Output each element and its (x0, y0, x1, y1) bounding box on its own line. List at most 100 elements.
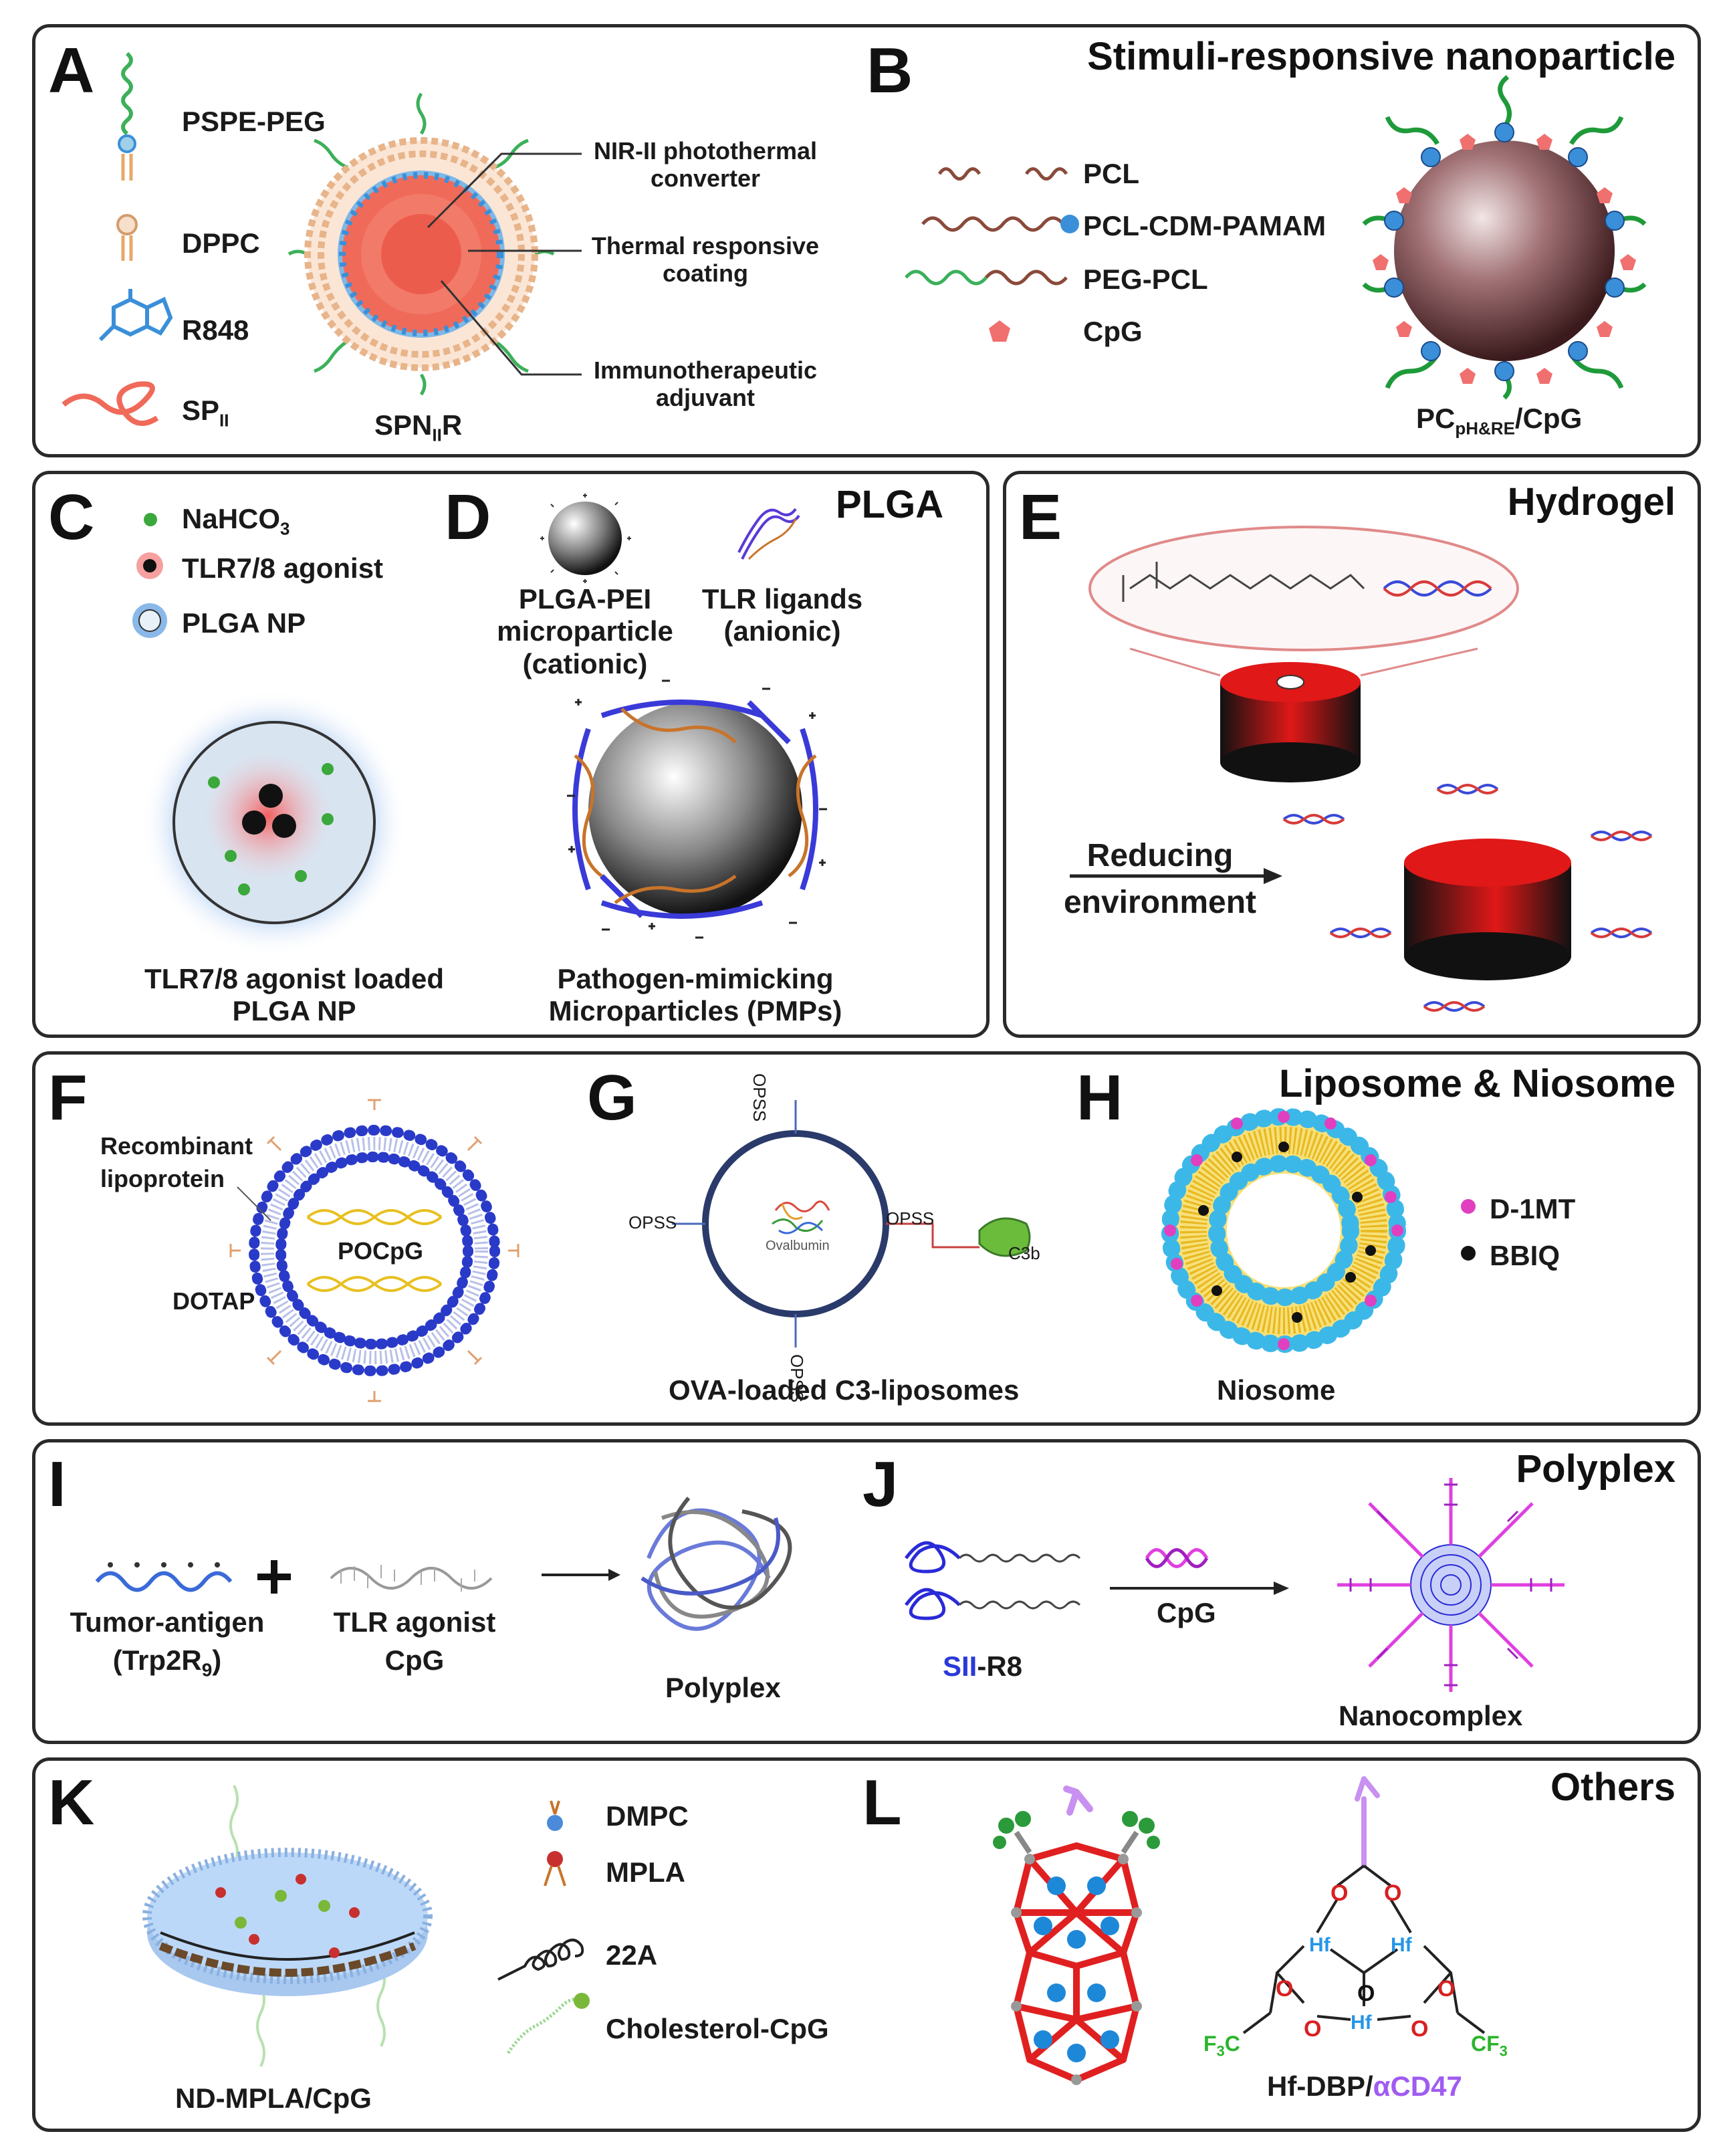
niosome-caption: Niosome (1217, 1374, 1336, 1406)
c3-liposome-caption: OVA-loaded C3-liposomes (669, 1374, 1020, 1406)
panel-l-letter: L (862, 1767, 902, 1838)
plga-pei-label: PLGA-PEI microparticle (cationic) (497, 583, 673, 679)
pmp-illustration (567, 679, 827, 939)
mpla-label: MPLA (606, 1856, 685, 1888)
spn-caption: SPNIIR (374, 409, 463, 445)
cholesterol-cpg-icon (506, 1993, 590, 2054)
polyplex-arrow (542, 1569, 620, 1581)
plga-np-illustration (140, 689, 408, 956)
plga-pei-microparticle-icon (540, 494, 631, 583)
tumor-antigen-label: Tumor-antigen(Trp2R9) (70, 1606, 265, 1681)
dmpc-label: DMPC (606, 1800, 689, 1832)
panel-d-letter: D (445, 481, 491, 553)
pcl-cdm-pamam-label: PCL-CDM-PAMAM (1083, 210, 1326, 241)
tlr-ligands-label: TLR ligands (anionic) (701, 583, 863, 647)
pcl-cdm-pamam-icon (921, 215, 1079, 233)
nd-mpla-caption: ND-MPLA/CpG (175, 2082, 372, 2114)
plga-caption: TLR7/8 agonist loaded PLGA NP (144, 963, 445, 1027)
bbiq-label: BBIQ (1490, 1240, 1560, 1271)
panel-f-letter: F (48, 1062, 88, 1134)
panel-k-letter: K (48, 1767, 95, 1838)
cpg-magenta-icon (1145, 1548, 1209, 1568)
dmpc-icon (547, 1800, 563, 1831)
panel-d-title: PLGA (836, 483, 944, 526)
pspe-peg-icon (118, 51, 136, 181)
panel-a-letter: A (48, 35, 95, 106)
sii-r8-icon (905, 1541, 1081, 1620)
nahco3-icon (144, 513, 157, 526)
peg-pcl-icon (905, 270, 1068, 286)
r848-label: R848 (182, 314, 249, 346)
bbiq-icon (1461, 1246, 1476, 1261)
ovalbumin-label: Ovalbumin (766, 1238, 830, 1253)
hf-bottom: Hf (1351, 2012, 1372, 2034)
dppc-label: DPPC (182, 227, 260, 259)
hf-right: Hf (1391, 1934, 1412, 1956)
lipoprotein-liposome (229, 1099, 519, 1402)
nanocomplex-illustration (1337, 1478, 1565, 1692)
lipoprotein-pointer (237, 1186, 271, 1221)
opss-top: OPSS (749, 1073, 770, 1122)
pmp-caption: Pathogen-mimicking Microparticles (PMPs) (548, 963, 842, 1027)
pc-caption: PCpH&RE/CpG (1416, 403, 1583, 439)
o-mid-left: O (1276, 1976, 1294, 2002)
plga-np-label: PLGA NP (182, 607, 306, 639)
tlr-ligands-icon (737, 508, 800, 560)
panel-b-title: Stimuli-responsive nanoparticle (1087, 35, 1676, 78)
panel-h-letter: H (1076, 1062, 1123, 1134)
hf-dbp-caption: Hf-DBP/αCD47 (1267, 2070, 1462, 2102)
hf-cluster-structure (1242, 1776, 1486, 2034)
tlr78-agonist-icon (136, 552, 163, 579)
c3b-label: C3b (1008, 1243, 1040, 1263)
pc-nanoparticle (1362, 75, 1647, 400)
spn-ii-r-nanoparticle (287, 92, 555, 396)
pspe-peg-label: PSPE-PEG (182, 106, 326, 137)
cpg-arrow-label: CpG (1157, 1597, 1216, 1628)
callout-thermal: Thermal responsive coating (591, 232, 820, 288)
plga-np-icon (132, 603, 167, 638)
pocpg-label: POCpG (338, 1237, 424, 1265)
panel-e-title: Hydrogel (1507, 480, 1676, 524)
dppc-icon (116, 214, 138, 261)
panel-h-title: Liposome & Niosome (1279, 1062, 1676, 1105)
opss-right: OPSS (886, 1208, 935, 1228)
o-center: O (1357, 1981, 1375, 2006)
callout-nir: NIR-II photothermal converter (594, 137, 817, 193)
callout-lines (427, 152, 582, 376)
polyplex-caption: Polyplex (665, 1672, 781, 1703)
opss-left: OPSS (628, 1212, 677, 1232)
cpg-icon (989, 320, 1010, 342)
22a-icon (497, 1939, 584, 1981)
recombinant-lipoprotein-label: Recombinant lipoprotein (100, 1132, 253, 1192)
panel-j-title: Polyplex (1516, 1447, 1676, 1491)
niosome-illustration (1161, 1108, 1406, 1353)
polyplex-tangle (641, 1497, 792, 1631)
r848-icon (98, 289, 173, 342)
sp-ii-icon (62, 381, 159, 426)
pcl-label: PCL (1083, 158, 1139, 189)
dotap-label: DOTAP (172, 1287, 255, 1315)
cpg-label: CpG (1083, 316, 1143, 347)
d-1mt-icon (1461, 1199, 1476, 1214)
f3c-label: F3C (1203, 2032, 1240, 2060)
sii-r8-label: SII-R8 (943, 1650, 1023, 1682)
panel-l-title: Others (1550, 1765, 1676, 1809)
tlr-agonist-cpg-label: TLR agonist CpG (333, 1606, 496, 1676)
c3-liposome (672, 1100, 1031, 1348)
peg-pcl-label: PEG-PCL (1083, 263, 1208, 295)
cholesterol-cpg-label: Cholesterol-CpG (606, 2013, 829, 2044)
panel-i-letter: I (48, 1448, 66, 1520)
o-top-left: O (1331, 1880, 1349, 1906)
sp-ii-label: SPII (182, 395, 229, 431)
o-top-right: O (1384, 1880, 1402, 1906)
hydrogel-release (1070, 784, 1653, 1012)
mof-structure (993, 1786, 1160, 2085)
tlr-agonist-cpg-icon (330, 1565, 493, 1592)
o-mid-right: O (1437, 1976, 1456, 2002)
tlr78-agonist-label: TLR7/8 agonist (182, 552, 384, 584)
hydrogel-structure (1088, 526, 1519, 782)
panel-j-letter: J (862, 1448, 899, 1520)
22a-label: 22A (606, 1939, 658, 1971)
callout-immuno: Immunotherapeutic adjuvant (593, 356, 818, 412)
panel-e-letter: E (1019, 481, 1062, 553)
